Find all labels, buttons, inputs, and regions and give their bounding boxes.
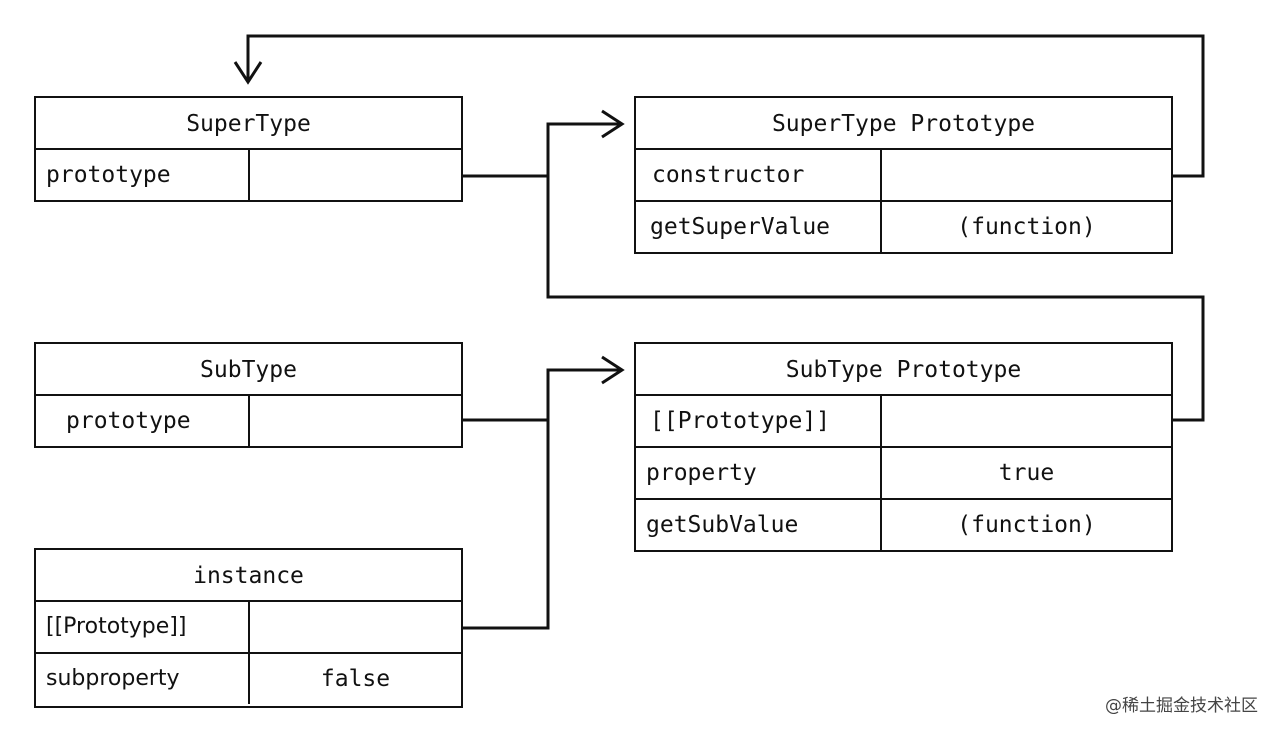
row-key: property (636, 448, 882, 498)
row-key: prototype (36, 396, 250, 446)
row-key: getSubValue (636, 500, 882, 550)
subtype-prototype-box: SubType Prototype [[Prototype]] property… (634, 342, 1173, 552)
row-value: (function) (957, 214, 1096, 240)
row-key: prototype (36, 150, 250, 200)
box-row: getSubValue (function) (636, 500, 1171, 550)
subtype-box: SubType prototype (34, 342, 463, 448)
row-key: subproperty (36, 654, 250, 704)
row-value (250, 602, 461, 652)
supertype-prototype-arrowhead (601, 109, 625, 139)
box-title: SuperType (36, 98, 461, 150)
box-row: prototype (36, 150, 461, 200)
row-key: [[Prototype]] (36, 602, 250, 652)
subtype-prototype-arrowhead (601, 355, 625, 385)
box-row: constructor (636, 150, 1171, 202)
row-value (882, 396, 1171, 446)
row-key: [[Prototype]] (636, 396, 882, 446)
constructor-arrowhead (233, 61, 263, 85)
row-value: true (998, 460, 1055, 486)
box-title: SubType Prototype (636, 344, 1171, 396)
watermark: @稀土掘金技术社区 (1105, 696, 1258, 716)
box-row: [[Prototype]] (36, 602, 461, 654)
row-key: getSuperValue (636, 202, 882, 252)
row-value: (function) (957, 512, 1096, 538)
instance-box: instance [[Prototype]] subproperty false (34, 548, 463, 708)
box-row: property true (636, 448, 1171, 500)
box-row: prototype (36, 396, 461, 446)
box-row: [[Prototype]] (636, 396, 1171, 448)
row-value (250, 150, 461, 200)
box-row: getSuperValue (function) (636, 202, 1171, 252)
box-title: SuperType Prototype (636, 98, 1171, 150)
row-value (882, 150, 1171, 200)
row-value (250, 396, 461, 446)
supertype-box: SuperType prototype (34, 96, 463, 202)
box-title: instance (36, 550, 461, 602)
supertype-prototype-box: SuperType Prototype constructor getSuper… (634, 96, 1173, 254)
box-title: SubType (36, 344, 461, 396)
box-row: subproperty false (36, 654, 461, 704)
row-key: constructor (636, 150, 882, 200)
row-value: false (320, 666, 391, 692)
